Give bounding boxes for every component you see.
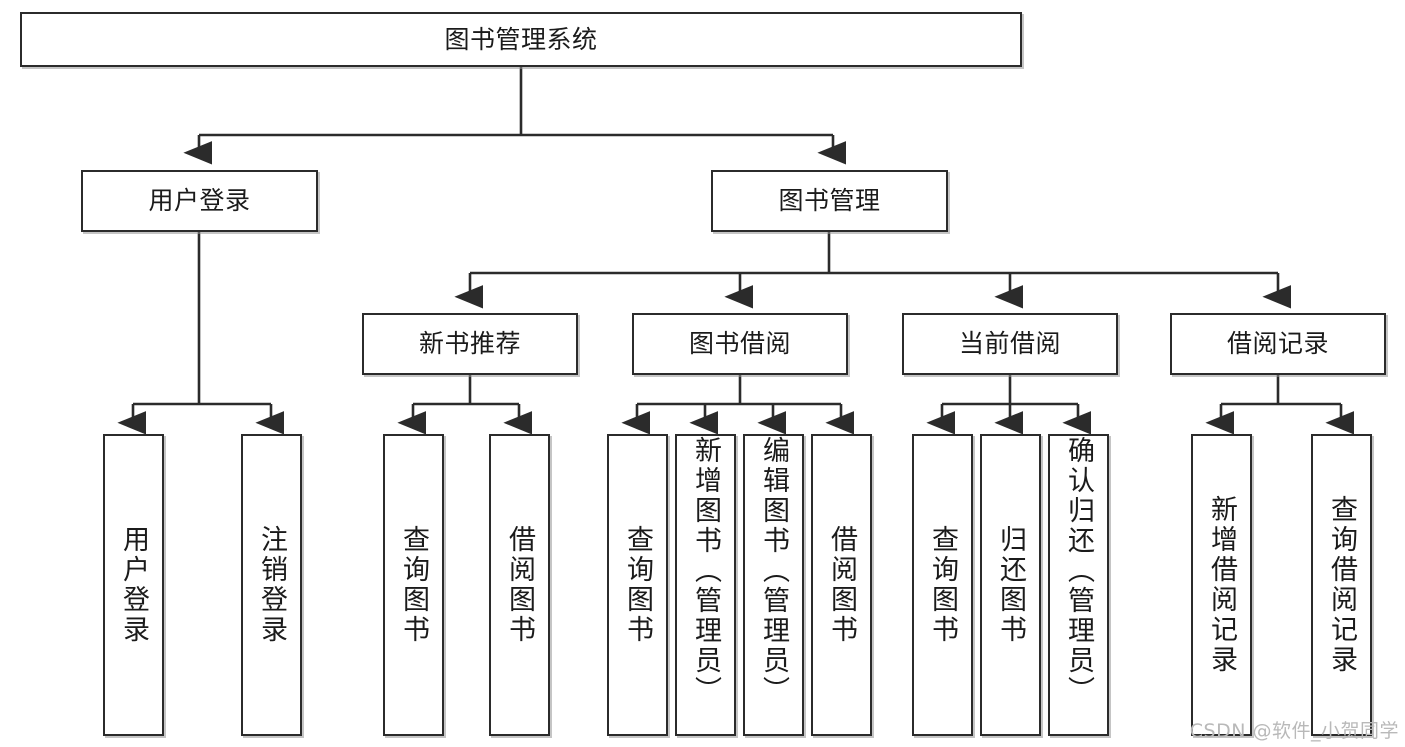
leaf-user-login-logout[interactable]: 注销登录 [241,434,302,736]
leaf-user-login-login[interactable]: 用户登录 [103,434,164,736]
leaf-borrow-add-book-label: 新增图书（管理员） [690,436,721,706]
leaf-borrow-add-book[interactable]: 新增图书（管理员） [675,434,736,736]
leaf-borrow-edit-book-label: 编辑图书（管理员） [758,436,789,706]
node-current-borrow[interactable]: 当前借阅 [902,313,1118,375]
leaf-borrow-borrow-book-label: 借阅图书 [826,525,857,645]
leaf-records-add-record-label: 新增借阅记录 [1206,495,1237,675]
watermark: CSDN @软件_小贺同学 [1189,720,1399,742]
node-root[interactable]: 图书管理系统 [20,12,1022,67]
leaf-recommend-query-book[interactable]: 查询图书 [383,434,444,736]
leaf-current-query-book-label: 查询图书 [927,525,958,645]
node-book-borrow[interactable]: 图书借阅 [632,313,848,375]
node-new-book-recommend[interactable]: 新书推荐 [362,313,578,375]
leaf-records-query-record-label: 查询借阅记录 [1326,495,1357,675]
leaf-user-login-login-label: 用户登录 [118,525,149,645]
node-borrow-records[interactable]: 借阅记录 [1170,313,1386,375]
leaf-records-add-record[interactable]: 新增借阅记录 [1191,434,1252,736]
node-borrow-records-label: 借阅记录 [1226,329,1329,358]
node-current-borrow-label: 当前借阅 [958,329,1061,358]
node-user-login[interactable]: 用户登录 [81,170,318,232]
leaf-user-login-logout-label: 注销登录 [256,525,287,645]
leaf-recommend-query-book-label: 查询图书 [398,525,429,645]
leaf-current-confirm-return-label: 确认归还（管理员） [1063,436,1094,706]
node-book-management[interactable]: 图书管理 [711,170,948,232]
leaf-recommend-borrow-book-label: 借阅图书 [504,525,535,645]
leaf-current-query-book[interactable]: 查询图书 [912,434,973,736]
leaf-borrow-edit-book[interactable]: 编辑图书（管理员） [743,434,804,736]
node-root-label: 图书管理系统 [444,24,598,54]
leaf-records-query-record[interactable]: 查询借阅记录 [1311,434,1372,736]
leaf-current-return-book[interactable]: 归还图书 [980,434,1041,736]
leaf-borrow-borrow-book[interactable]: 借阅图书 [811,434,872,736]
node-book-borrow-label: 图书借阅 [688,329,791,358]
node-new-book-recommend-label: 新书推荐 [418,329,521,358]
node-book-management-label: 图书管理 [778,186,881,215]
leaf-borrow-query-book[interactable]: 查询图书 [607,434,668,736]
leaf-current-confirm-return[interactable]: 确认归还（管理员） [1048,434,1109,736]
node-user-login-label: 用户登录 [148,186,251,215]
leaf-recommend-borrow-book[interactable]: 借阅图书 [489,434,550,736]
leaf-current-return-book-label: 归还图书 [995,525,1026,645]
leaf-borrow-query-book-label: 查询图书 [622,525,653,645]
